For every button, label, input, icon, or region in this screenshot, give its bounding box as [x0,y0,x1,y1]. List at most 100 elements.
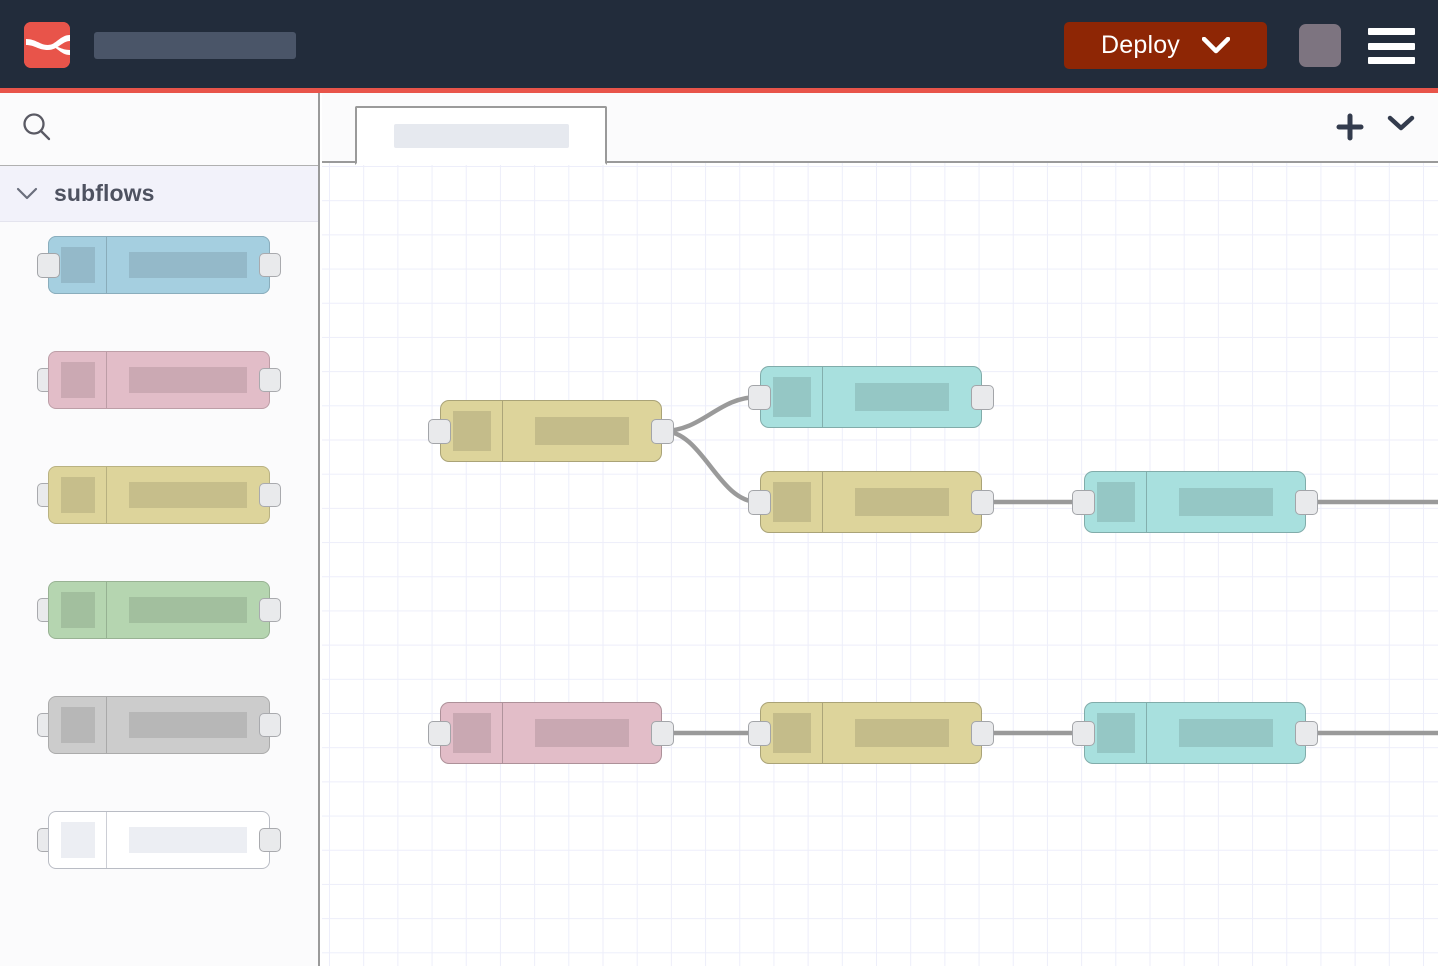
node-icon [1096,482,1135,522]
flow-canvas[interactable] [322,163,1438,966]
canvas-node-output-port[interactable] [651,721,674,746]
canvas-node-input-port[interactable] [428,419,451,444]
canvas-node-input-port[interactable] [748,721,771,746]
palette-sidebar: subflows [0,93,320,966]
node-icon [60,362,95,398]
chevron-down-icon [1202,37,1231,54]
deploy-button[interactable]: Deploy [1064,22,1267,69]
canvas-node-iconbox [1085,703,1147,763]
palette-node-label [129,712,247,738]
canvas-node-output-port[interactable] [1295,721,1318,746]
canvas-node-bot-teal[interactable] [1072,702,1318,764]
canvas-node-input-port[interactable] [1072,490,1095,515]
node-icon [772,713,811,753]
node-icon [60,707,95,743]
node-icon [1096,713,1135,753]
palette-node-2[interactable] [37,351,281,409]
canvas-node-label [854,488,950,516]
palette-node-label [129,827,247,853]
palette-node-iconbox [49,352,107,408]
canvas-node-input-port[interactable] [748,385,771,410]
palette-node-output-port[interactable] [259,253,281,277]
palette-node-1[interactable] [37,236,281,294]
canvas-node-label [1178,719,1274,747]
palette-node-iconbox [49,237,107,293]
node-icon [772,377,811,417]
palette-node-label [129,252,247,278]
canvas-node-label [534,417,630,445]
canvas-node-output-port[interactable] [1295,490,1318,515]
flow-tab-1[interactable] [355,106,607,165]
palette-group-label: subflows [54,180,155,206]
canvas-node-bot-yellow[interactable] [748,702,994,764]
canvas-node-labelbox [823,472,981,532]
hamburger-menu-icon[interactable] [1368,28,1415,64]
chevron-down-icon[interactable] [1386,113,1416,138]
palette-node-5[interactable] [37,696,281,754]
flow-tab-label [393,123,569,148]
canvas-node-iconbox [441,703,503,763]
palette-search-row[interactable] [0,93,318,166]
palette-node-output-port[interactable] [259,598,281,622]
canvas-node-iconbox [761,703,823,763]
canvas-node-labelbox [503,703,661,763]
canvas-node-input-port[interactable] [748,490,771,515]
canvas-node-input-port[interactable] [1072,721,1095,746]
palette-node-output-port[interactable] [259,713,281,737]
canvas-node-iconbox [761,367,823,427]
canvas-node-output-port[interactable] [651,419,674,444]
node-icon [452,411,491,451]
palette-node-output-port[interactable] [259,368,281,392]
canvas-node-output-port[interactable] [971,385,994,410]
canvas-node-inject[interactable] [428,400,674,462]
palette-node-iconbox [49,697,107,753]
node-icon [452,713,491,753]
canvas-node-labelbox [1147,472,1305,532]
palette-node-4[interactable] [37,581,281,639]
canvas-node-label [854,719,950,747]
node-icon [60,247,95,283]
deploy-button-label: Deploy [1100,31,1181,59]
palette-node-input-port[interactable] [37,253,60,278]
app-header: Deploy [0,0,1438,88]
palette-node-output-port[interactable] [259,828,281,852]
canvas-node-labelbox [1147,703,1305,763]
palette-node-labelbox [107,352,269,408]
hamburger-bar [1368,28,1415,35]
canvas-node-output-port[interactable] [971,721,994,746]
canvas-node-label [854,383,950,411]
user-avatar-icon[interactable] [1299,24,1341,67]
canvas-node-mid-yellow[interactable] [748,471,994,533]
palette-node-label [129,597,247,623]
canvas-node-input-port[interactable] [428,721,451,746]
palette-node-labelbox [107,237,269,293]
palette-node-6[interactable] [37,811,281,869]
canvas-node-labelbox [823,367,981,427]
palette-node-label [129,367,247,393]
canvas-node-iconbox [761,472,823,532]
wire-inject-to-mid-yellow [660,428,761,505]
palette-group-subflows[interactable]: subflows [0,166,318,222]
header-title-placeholder [94,32,296,59]
canvas-node-iconbox [1085,472,1147,532]
hamburger-bar [1368,57,1415,64]
search-input[interactable] [62,113,292,145]
workspace [322,93,1438,966]
canvas-node-pink[interactable] [428,702,674,764]
plus-icon[interactable] [1334,111,1366,148]
node-icon [772,482,811,522]
canvas-node-right-teal[interactable] [1072,471,1318,533]
palette-node-output-port[interactable] [259,483,281,507]
palette-node-labelbox [107,582,269,638]
node-red-logo-icon[interactable] [24,22,70,68]
palette-node-labelbox [107,697,269,753]
canvas-node-top-teal[interactable] [748,366,994,428]
canvas-node-output-port[interactable] [971,490,994,515]
flow-tabbar [322,93,1438,165]
canvas-node-iconbox [441,401,503,461]
palette-node-3[interactable] [37,466,281,524]
search-icon[interactable] [21,111,53,148]
palette-node-labelbox [107,812,269,868]
header-accent-bar [0,88,1438,93]
